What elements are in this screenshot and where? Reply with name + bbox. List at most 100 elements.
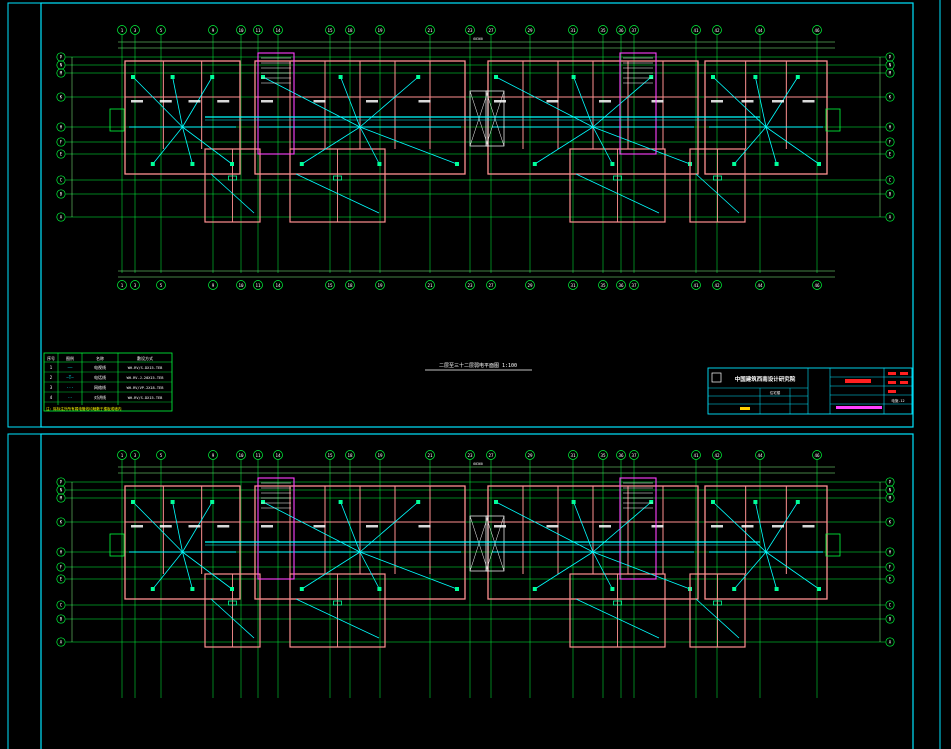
column-axis-label: 9 bbox=[212, 453, 215, 458]
wiring-branch bbox=[340, 76, 361, 128]
column-axis-label: 19 bbox=[377, 28, 383, 33]
column-axis-bubble bbox=[345, 25, 355, 35]
row-axis-label-left: P bbox=[60, 55, 63, 60]
column-axis-bubble bbox=[691, 450, 701, 460]
row-axis-label-left: K bbox=[60, 520, 63, 525]
wiring-branch bbox=[592, 501, 652, 553]
row-axis-bubble-right bbox=[885, 189, 895, 199]
title-block-red-bar bbox=[845, 379, 871, 383]
outlet-device-icon bbox=[732, 162, 737, 166]
column-axis-label: 23 bbox=[467, 453, 473, 458]
column-axis-label: 27 bbox=[488, 453, 494, 458]
title-block-magenta-bar bbox=[836, 406, 882, 409]
row-axis-label-left: N bbox=[60, 63, 63, 68]
room-tag-mark bbox=[494, 100, 506, 103]
legend-row-method: WH-RV-J-20X15-TEB bbox=[127, 376, 164, 380]
row-axis-bubble-left bbox=[56, 52, 66, 62]
room-tag-mark bbox=[546, 525, 559, 528]
column-axis-bubble bbox=[130, 25, 140, 35]
column-axis-label: 44 bbox=[757, 453, 763, 458]
column-axis-bubble-bottom bbox=[755, 280, 765, 290]
distribution-box-icon bbox=[613, 600, 622, 606]
room-tag-mark bbox=[261, 100, 273, 103]
legend-row-method: WH-RV/VP-2X18-TEB bbox=[127, 386, 164, 390]
outlet-device-icon bbox=[732, 587, 737, 591]
title-block-red-mark-3 bbox=[888, 390, 896, 393]
title-block-signature-yellow bbox=[740, 407, 750, 410]
column-axis-label: 35 bbox=[600, 28, 606, 33]
column-axis-label-bottom: 21 bbox=[427, 283, 433, 288]
row-axis-bubble-right bbox=[885, 637, 895, 647]
outlet-device-icon bbox=[416, 500, 421, 504]
row-axis-bubble-left bbox=[56, 92, 66, 102]
column-axis-bubble-bottom bbox=[616, 280, 626, 290]
wiring-branch bbox=[295, 598, 380, 639]
column-axis-bubble bbox=[712, 25, 722, 35]
column-axis-bubble bbox=[345, 450, 355, 460]
row-axis-bubble-left bbox=[56, 60, 66, 70]
column-axis-bubble bbox=[156, 450, 166, 460]
column-axis-label: 42 bbox=[714, 453, 720, 458]
column-axis-label: 11 bbox=[255, 28, 261, 33]
balcony-left bbox=[109, 533, 125, 557]
column-axis-label: 36 bbox=[618, 28, 624, 33]
outlet-device-icon bbox=[795, 500, 800, 504]
row-axis-bubble-left bbox=[56, 547, 66, 557]
outlet-device-icon bbox=[571, 500, 576, 504]
dwelling-unit bbox=[254, 485, 466, 648]
row-axis-label-right: C bbox=[889, 603, 892, 608]
column-axis-bubble bbox=[375, 25, 385, 35]
column-axis-label-bottom: 31 bbox=[570, 283, 576, 288]
title-block-project: 住宅楼 bbox=[770, 390, 781, 395]
room-tag-mark bbox=[711, 525, 723, 528]
row-axis-bubble-right bbox=[885, 149, 895, 159]
row-axis-label-right: C bbox=[889, 178, 892, 183]
dwelling-unit bbox=[124, 60, 261, 223]
room-tag-mark bbox=[802, 525, 815, 528]
outlet-device-icon bbox=[494, 500, 498, 504]
row-axis-bubble-right bbox=[885, 52, 895, 62]
wiring-branch bbox=[733, 551, 767, 590]
outlet-device-icon bbox=[649, 500, 654, 504]
wiring-branch bbox=[765, 126, 777, 165]
wiring-branch bbox=[301, 126, 361, 165]
column-axis-bubble-bottom bbox=[325, 280, 335, 290]
column-axis-label: 15 bbox=[327, 453, 333, 458]
column-axis-bubble-bottom bbox=[598, 280, 608, 290]
room-tag-mark bbox=[313, 525, 326, 528]
column-axis-label: 10 bbox=[238, 453, 244, 458]
outlet-device-icon bbox=[377, 587, 382, 591]
wiring-branch bbox=[573, 76, 594, 128]
wiring-branch bbox=[592, 76, 652, 128]
wiring-branch bbox=[495, 501, 594, 553]
outlet-device-icon bbox=[377, 162, 382, 166]
outlet-device-icon bbox=[753, 500, 758, 504]
outlet-device-icon bbox=[649, 75, 654, 79]
row-axis-label-right: K bbox=[889, 95, 892, 100]
wiring-branch bbox=[592, 126, 613, 165]
legend-row-method: WH-RV/S-DX15-TEB bbox=[128, 366, 163, 370]
wiring-branch bbox=[172, 76, 183, 128]
row-axis-bubble-left bbox=[56, 600, 66, 610]
row-axis-label-left: A bbox=[60, 215, 63, 220]
column-axis-label-bottom: 11 bbox=[255, 283, 261, 288]
title-block: 中国建筑西南设计研究院 住宅楼 电施-12 bbox=[707, 367, 913, 415]
wiring-branch bbox=[534, 551, 594, 590]
column-axis-label-bottom: 41 bbox=[693, 283, 699, 288]
column-axis-bubble bbox=[156, 25, 166, 35]
wiring-branch bbox=[132, 76, 183, 128]
legend-header-name: 名称 bbox=[96, 355, 104, 361]
column-axis-label: 35 bbox=[600, 453, 606, 458]
room-tag-mark bbox=[159, 100, 172, 103]
row-axis-bubble-left bbox=[56, 175, 66, 185]
room-tag-mark bbox=[651, 100, 664, 103]
column-axis-bubble-bottom bbox=[812, 280, 822, 290]
row-axis-label-left: C bbox=[60, 603, 63, 608]
column-axis-bubble bbox=[325, 25, 335, 35]
outlet-device-icon bbox=[150, 587, 155, 591]
row-axis-label-right: F bbox=[889, 140, 892, 145]
column-axis-label: 18 bbox=[347, 453, 353, 458]
column-axis-label-bottom: 5 bbox=[160, 283, 163, 288]
